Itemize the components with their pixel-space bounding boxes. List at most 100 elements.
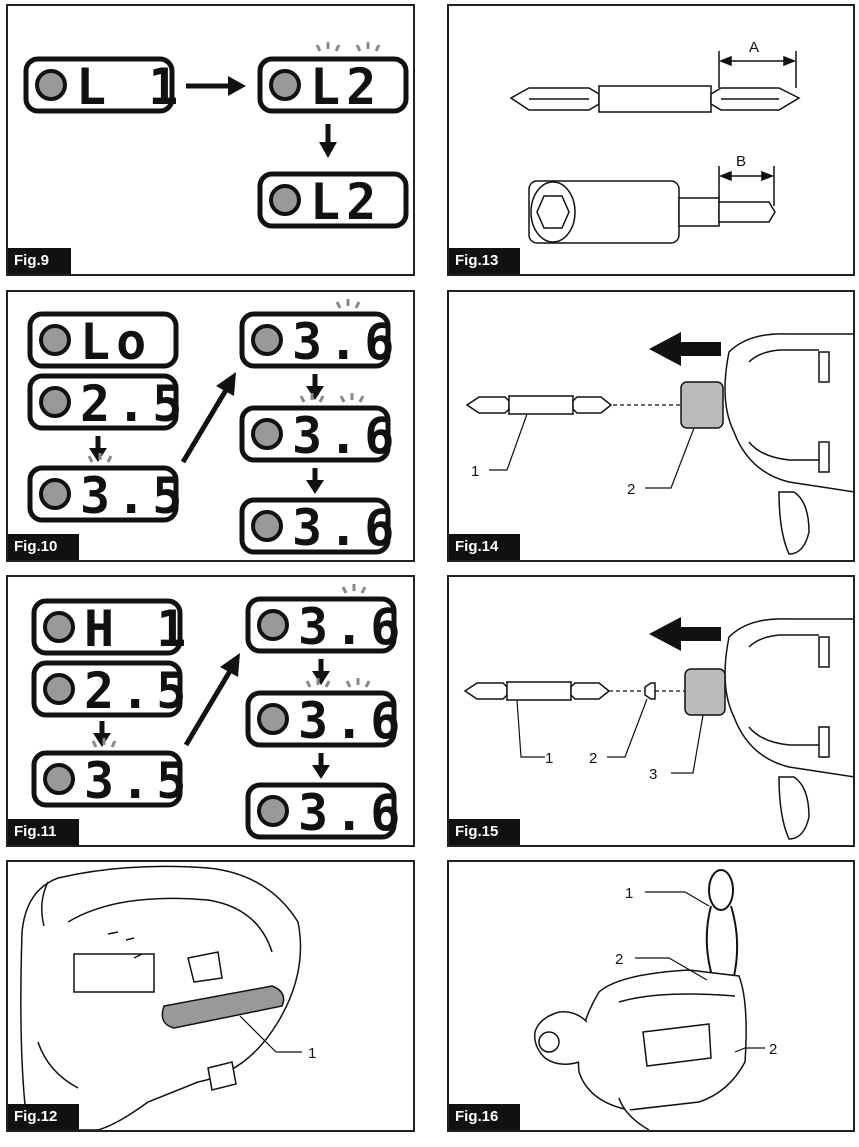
bit-piece-drawing bbox=[644, 682, 656, 700]
figure-label: Fig.11 bbox=[8, 819, 79, 845]
lcd-display-l1: L 1 bbox=[23, 56, 184, 116]
figure-14-drawing: 1 2 bbox=[465, 332, 853, 555]
lcd-display-lo: Lo bbox=[27, 311, 179, 371]
lcd-display-2-5: 2.5 bbox=[31, 660, 192, 720]
arrow-diagonal-icon bbox=[180, 372, 236, 464]
figure-11-drawing: H 1 2.5 3.5 3.6 bbox=[31, 584, 406, 842]
insert-direction-arrow-icon bbox=[649, 332, 721, 366]
callout-2: 2 bbox=[615, 951, 623, 968]
arrow-diagonal-icon bbox=[183, 653, 240, 747]
lcd-text: L2 bbox=[310, 58, 382, 116]
bit-holder-sleeve-drawing bbox=[684, 668, 726, 716]
figure-15-drawing: 1 2 3 bbox=[463, 617, 853, 840]
blink-indicator-icon bbox=[299, 393, 365, 403]
figure-label: Fig.10 bbox=[8, 534, 80, 560]
arrow-down-icon bbox=[312, 659, 330, 685]
leader-line-3 bbox=[734, 1047, 765, 1053]
figure-10-panel: Lo 2.5 3.5 3.6 bbox=[6, 290, 415, 562]
lcd-display-l2: L2 bbox=[257, 171, 409, 231]
lcd-text: Lo bbox=[80, 313, 152, 371]
figure-16-panel: 1 2 2 Fig.16 bbox=[447, 860, 855, 1132]
impact-driver-drawing bbox=[533, 969, 747, 1130]
lcd-text: 3.5 bbox=[84, 752, 192, 810]
lcd-display-2-5: 2.5 bbox=[27, 373, 188, 433]
lcd-display-3-6-blinking: 3.6 bbox=[245, 678, 400, 750]
lcd-text: 3.6 bbox=[298, 598, 406, 656]
lcd-text: 3.6 bbox=[292, 313, 400, 371]
callout-3: 3 bbox=[649, 766, 657, 783]
lcd-text: 2.5 bbox=[80, 375, 188, 433]
figure-10-drawing: Lo 2.5 3.5 3.6 bbox=[27, 299, 400, 557]
lcd-display-3-6: 3.6 bbox=[245, 782, 406, 842]
blink-indicator-icon bbox=[335, 299, 361, 309]
lcd-text: 3.6 bbox=[292, 499, 400, 557]
arrow-down-icon bbox=[306, 374, 324, 400]
leader-line-3 bbox=[671, 714, 704, 774]
callout-2: 2 bbox=[627, 481, 635, 498]
figure-14-panel: 1 2 Fig.14 bbox=[447, 290, 855, 562]
leader-line-2 bbox=[645, 427, 695, 489]
leader-line-2 bbox=[607, 698, 648, 758]
lcd-display-3-6-blinking-fast: 3.6 bbox=[245, 584, 406, 656]
figure-12-drawing: 1 bbox=[20, 865, 316, 1130]
figure-13-panel: A B Fig.13 bbox=[447, 4, 855, 276]
lcd-text: H 1 bbox=[84, 600, 192, 658]
socket-adapter-drawing bbox=[528, 180, 776, 244]
leader-line-1 bbox=[645, 891, 710, 907]
bit-holder-sleeve-drawing bbox=[680, 381, 724, 429]
dimension-b-label: B bbox=[736, 153, 746, 170]
dimension-a-label: A bbox=[749, 39, 759, 56]
figure-label: Fig.16 bbox=[449, 1104, 521, 1130]
double-ended-bit-drawing bbox=[463, 681, 611, 701]
blink-indicator-icon bbox=[91, 738, 117, 748]
figure-11-panel: H 1 2.5 3.5 3.6 bbox=[6, 575, 415, 847]
blink-indicator-icon bbox=[87, 453, 113, 463]
leader-line-1 bbox=[489, 413, 528, 471]
double-ended-bit-drawing bbox=[509, 85, 801, 113]
lcd-text: 3.6 bbox=[298, 784, 406, 842]
figure-15-panel: 1 2 3 Fig.15 bbox=[447, 575, 855, 847]
blink-indicator-icon bbox=[315, 42, 381, 52]
lcd-display-3-6-blinking-fast: 3.6 bbox=[239, 299, 400, 371]
impact-driver-drawing bbox=[724, 618, 853, 840]
callout-1: 1 bbox=[545, 750, 553, 767]
blink-indicator-icon bbox=[341, 584, 367, 594]
leader-line-1 bbox=[239, 1015, 302, 1053]
lcd-text: 3.5 bbox=[80, 467, 188, 525]
lcd-display-l2-blinking: L2 bbox=[257, 42, 409, 116]
lcd-display-h1: H 1 bbox=[31, 598, 192, 658]
figure-9-drawing: L 1 L2 L2 bbox=[23, 42, 409, 231]
figure-label: Fig.14 bbox=[449, 534, 521, 560]
figure-label: Fig.15 bbox=[449, 819, 521, 845]
lcd-display-3-5-blinking: 3.5 bbox=[27, 453, 188, 525]
blink-indicator-icon bbox=[305, 678, 371, 688]
light-lens-drawing bbox=[161, 985, 285, 1029]
callout-1: 1 bbox=[625, 885, 633, 902]
arrow-down-icon bbox=[93, 721, 111, 747]
lcd-text: L 1 bbox=[76, 58, 184, 116]
tool-body-drawing bbox=[20, 865, 302, 1130]
lcd-text: 3.6 bbox=[292, 407, 400, 465]
figure-16-drawing: 1 2 2 bbox=[533, 869, 777, 1130]
lcd-text: L2 bbox=[310, 173, 382, 231]
callout-3: 2 bbox=[769, 1041, 777, 1058]
figure-label: Fig.13 bbox=[449, 248, 521, 274]
figure-9-panel: L 1 L2 L2 Fig.9 bbox=[6, 4, 415, 276]
double-ended-bit-drawing bbox=[465, 395, 613, 415]
figure-label: Fig.12 bbox=[8, 1104, 80, 1130]
lcd-display-3-5-blinking: 3.5 bbox=[31, 738, 192, 810]
callout-1: 1 bbox=[471, 463, 479, 480]
dimension-b bbox=[718, 166, 775, 206]
lcd-display-3-6: 3.6 bbox=[239, 497, 400, 557]
arrow-down-icon bbox=[306, 468, 324, 494]
arrow-down-icon bbox=[319, 124, 337, 158]
figure-label: Fig.9 bbox=[8, 248, 72, 274]
arrow-down-icon bbox=[312, 753, 330, 779]
insert-direction-arrow-icon bbox=[649, 617, 721, 651]
dimension-a bbox=[718, 51, 797, 88]
lcd-text: 2.5 bbox=[84, 662, 192, 720]
arrow-down-icon bbox=[89, 436, 107, 462]
leader-line-2 bbox=[635, 957, 708, 981]
figure-13-drawing: A B bbox=[509, 39, 801, 244]
arrow-right-icon bbox=[186, 76, 246, 96]
